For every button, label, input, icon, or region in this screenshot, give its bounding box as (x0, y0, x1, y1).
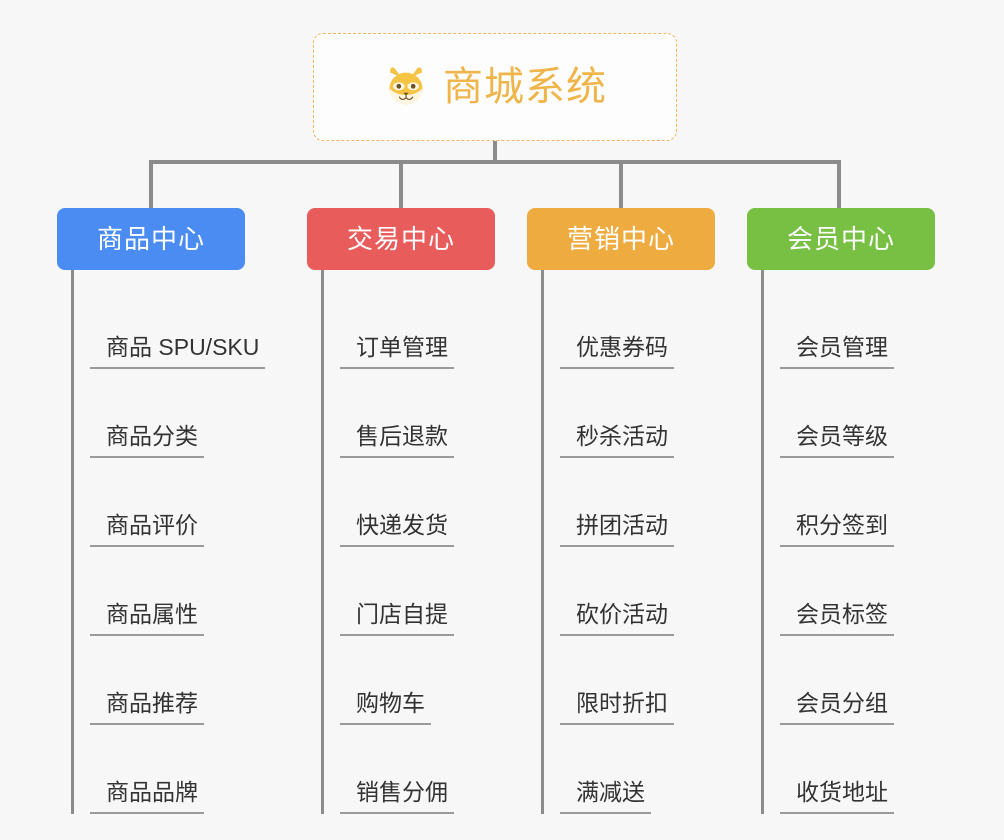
root-node-mall-system[interactable]: 商城系统 (313, 33, 677, 141)
item-label: 会员等级 (780, 423, 894, 458)
item-label: 门店自提 (340, 601, 454, 636)
item-label: 会员分组 (780, 690, 894, 725)
list-item[interactable]: 商品属性 (90, 547, 257, 636)
item-label: 积分签到 (780, 512, 894, 547)
list-item[interactable]: 会员分组 (780, 636, 947, 725)
item-label: 会员管理 (780, 334, 894, 369)
list-item[interactable]: 售后退款 (340, 369, 507, 458)
item-label: 商品 SPU/SKU (90, 334, 266, 369)
category-box-1[interactable]: 商品中心 (57, 208, 245, 270)
list-item[interactable]: 会员标签 (780, 547, 947, 636)
list-item[interactable]: 拼团活动 (560, 458, 727, 547)
list-item[interactable]: 商品品牌 (90, 725, 257, 814)
list-item[interactable]: 会员管理 (780, 280, 947, 369)
item-label: 商品属性 (90, 601, 204, 636)
list-item[interactable]: 优惠券码 (560, 280, 727, 369)
item-label: 商品分类 (90, 423, 204, 458)
category-items-2: 订单管理 售后退款 快递发货 门店自提 购物车 销售分佣 (321, 270, 507, 814)
list-item[interactable]: 商品分类 (90, 369, 257, 458)
connector-drop-3 (619, 160, 623, 208)
list-item[interactable]: 收货地址 (780, 725, 947, 814)
list-item[interactable]: 满减送 (560, 725, 727, 814)
category-box-4[interactable]: 会员中心 (747, 208, 935, 270)
list-item[interactable]: 限时折扣 (560, 636, 727, 725)
item-label: 订单管理 (340, 334, 454, 369)
category-box-2[interactable]: 交易中心 (307, 208, 495, 270)
item-label: 商品推荐 (90, 690, 204, 725)
category-box-3[interactable]: 营销中心 (527, 208, 715, 270)
list-item[interactable]: 砍价活动 (560, 547, 727, 636)
shiba-dog-face-icon (389, 67, 423, 105)
category-items-3: 优惠券码 秒杀活动 拼团活动 砍价活动 限时折扣 满减送 (541, 270, 727, 814)
item-label: 收货地址 (780, 779, 894, 814)
item-label: 售后退款 (340, 423, 454, 458)
item-label: 优惠券码 (560, 334, 674, 369)
category-column-1: 商品中心 商品 SPU/SKU 商品分类 商品评价 商品属性 商品推荐 商品品牌 (57, 208, 266, 814)
item-label: 限时折扣 (560, 690, 674, 725)
item-label: 购物车 (340, 690, 431, 725)
item-label: 秒杀活动 (560, 423, 674, 458)
list-item[interactable]: 订单管理 (340, 280, 507, 369)
connector-drop-1 (149, 160, 153, 208)
list-item[interactable]: 购物车 (340, 636, 507, 725)
list-item[interactable]: 销售分佣 (340, 725, 507, 814)
category-column-3: 营销中心 优惠券码 秒杀活动 拼团活动 砍价活动 限时折扣 满减送 (527, 208, 727, 814)
connector-horizontal-bar (149, 160, 841, 164)
list-item[interactable]: 门店自提 (340, 547, 507, 636)
list-item[interactable]: 秒杀活动 (560, 369, 727, 458)
category-column-4: 会员中心 会员管理 会员等级 积分签到 会员标签 会员分组 收货地址 (747, 208, 947, 814)
root-node-title: 商城系统 (443, 65, 607, 109)
item-label: 拼团活动 (560, 512, 674, 547)
list-item[interactable]: 商品 SPU/SKU (90, 280, 266, 369)
list-item[interactable]: 积分签到 (780, 458, 947, 547)
list-item[interactable]: 快递发货 (340, 458, 507, 547)
category-items-4: 会员管理 会员等级 积分签到 会员标签 会员分组 收货地址 (761, 270, 947, 814)
item-label: 销售分佣 (340, 779, 454, 814)
category-column-2: 交易中心 订单管理 售后退款 快递发货 门店自提 购物车 销售分佣 (307, 208, 507, 814)
category-label-2: 交易中心 (346, 224, 455, 254)
item-label: 快递发货 (340, 512, 454, 547)
connector-root-stem (493, 141, 497, 162)
connector-drop-2 (399, 160, 403, 208)
list-item[interactable]: 商品评价 (90, 458, 257, 547)
category-label-4: 会员中心 (786, 224, 895, 254)
item-label: 砍价活动 (560, 601, 674, 636)
item-label: 商品品牌 (90, 779, 204, 814)
list-item[interactable]: 商品推荐 (90, 636, 257, 725)
item-label: 满减送 (560, 779, 651, 814)
list-item[interactable]: 会员等级 (780, 369, 947, 458)
item-label: 会员标签 (780, 601, 894, 636)
item-label: 商品评价 (90, 512, 204, 547)
category-label-3: 营销中心 (566, 224, 675, 254)
category-items-1: 商品 SPU/SKU 商品分类 商品评价 商品属性 商品推荐 商品品牌 (71, 270, 266, 814)
connector-drop-4 (837, 160, 841, 208)
category-label-1: 商品中心 (96, 224, 205, 254)
